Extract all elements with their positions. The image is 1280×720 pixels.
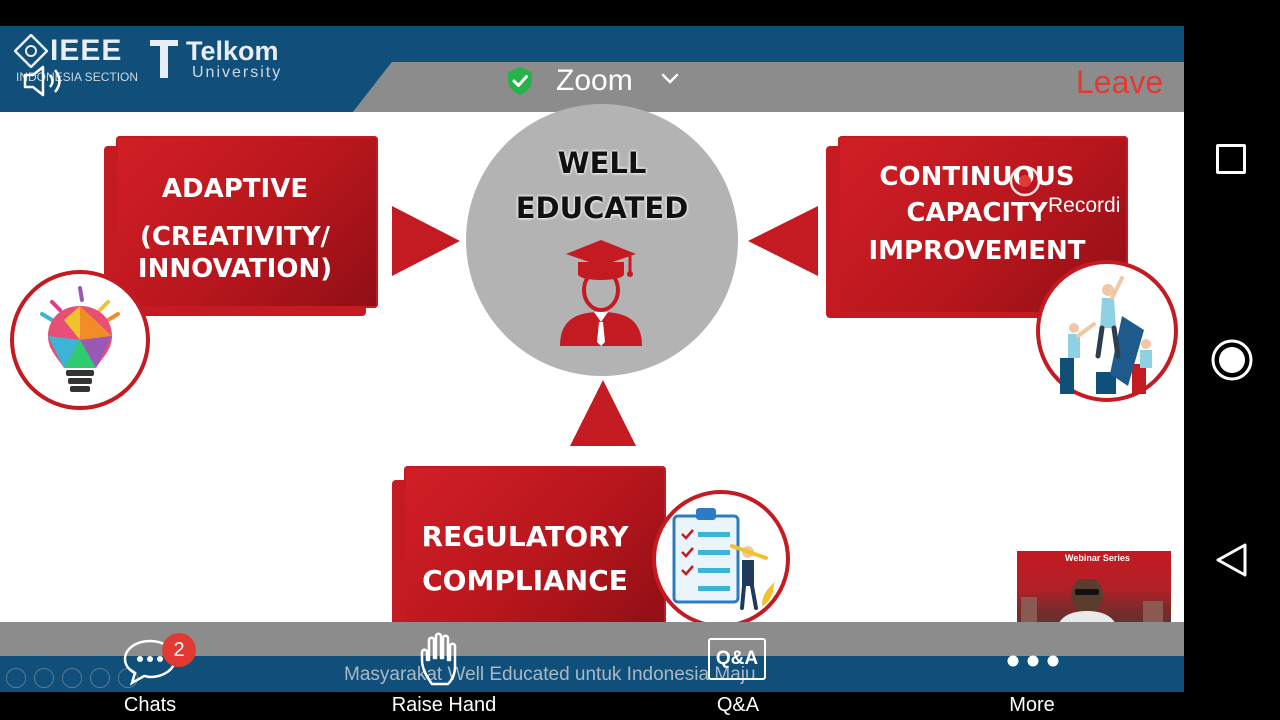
teamwork-icon <box>1060 276 1152 394</box>
ieee-logo-text: IEEE <box>50 34 123 67</box>
raise-hand-icon[interactable] <box>418 632 470 688</box>
recents-square-icon[interactable] <box>1216 144 1246 174</box>
android-navigation-bar <box>1184 0 1280 720</box>
adaptive-title: ADAPTIVE <box>161 174 309 204</box>
slide-header-logo-area <box>0 26 420 112</box>
slide-footer-caption: Masyarakat Well Educated untuk Indonesia… <box>344 664 756 685</box>
lightbulb-icon <box>40 286 120 392</box>
regulatory-box <box>404 466 666 626</box>
zoom-bottom-toolbar <box>0 622 1184 656</box>
recording-icon[interactable] <box>1008 164 1042 198</box>
slide-grid-icon[interactable] <box>90 668 110 688</box>
adaptive-line2: (CREATIVITY/ <box>139 222 331 252</box>
telkom-university-text: University <box>192 64 283 81</box>
slide-pointer-icon[interactable] <box>34 668 54 688</box>
shield-check-icon[interactable] <box>506 66 534 96</box>
recording-label[interactable]: Recordi <box>1048 194 1121 217</box>
qa-icon[interactable]: Q&A <box>708 638 766 680</box>
arrow-right-icon <box>392 206 460 276</box>
telkom-logo-icon <box>150 40 178 78</box>
telkom-logo-text: Telkom <box>186 36 279 66</box>
checklist-icon <box>672 508 774 610</box>
toolbar-chats-label[interactable]: Chats <box>123 694 177 716</box>
more-dots-icon[interactable] <box>1006 654 1060 668</box>
chat-unread-badge: 2 <box>162 633 196 667</box>
continuous-title: CONTINUOUS <box>879 162 1075 192</box>
graduate-icon <box>560 240 642 346</box>
arrow-up-icon <box>570 380 636 446</box>
home-circle-icon[interactable] <box>1210 338 1254 382</box>
speaker-icon[interactable] <box>22 64 70 98</box>
toolbar-raise-hand-label[interactable]: Raise Hand <box>391 694 497 716</box>
ieee-diamond-icon <box>14 34 48 68</box>
slide-pen-icon[interactable] <box>62 668 82 688</box>
regulatory-title: REGULATORY <box>421 520 629 553</box>
back-triangle-icon[interactable] <box>1214 542 1250 578</box>
toolbar-more-label[interactable]: More <box>1009 694 1055 716</box>
meeting-title[interactable]: Zoom <box>556 64 633 97</box>
continuous-line2: CAPACITY <box>906 198 1048 228</box>
slide-prev-icon[interactable] <box>6 668 26 688</box>
center-title-line2: EDUCATED <box>515 191 689 225</box>
video-webinar-label: Webinar Series <box>1065 553 1130 563</box>
adaptive-line3: INNOVATION) <box>137 254 333 284</box>
shared-screen: IEEE INDONESIA SECTION Telkom University… <box>0 26 1184 692</box>
slide-footer-band <box>0 656 1184 692</box>
regulatory-line2: COMPLIANCE <box>422 564 628 597</box>
arrow-left-icon <box>748 206 818 276</box>
continuous-line3: IMPROVEMENT <box>868 236 1086 266</box>
center-title-line1: WELL <box>557 146 647 180</box>
ieee-section-text: INDONESIA SECTION <box>16 70 139 84</box>
leave-button[interactable]: Leave <box>1076 64 1164 100</box>
chevron-down-icon[interactable] <box>660 72 680 86</box>
adaptive-box <box>116 136 378 308</box>
toolbar-qa-label[interactable]: Q&A <box>716 694 760 716</box>
